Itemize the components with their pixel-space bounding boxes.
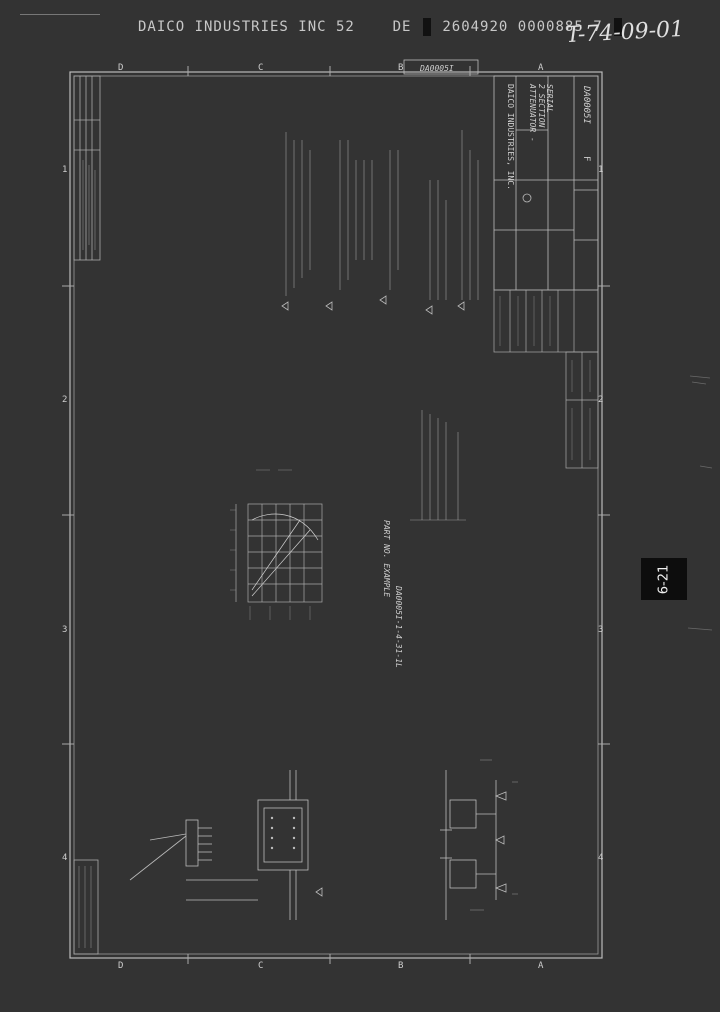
zone-letter-top: B: [398, 63, 403, 73]
svg-text:F: F: [581, 156, 591, 161]
zone-letter-bottom: A: [538, 961, 544, 971]
drawing-stamp-box: [403, 59, 479, 75]
zone-ticks: [62, 66, 610, 964]
part-example-heading: PART NO. EXAMPLE: [382, 520, 391, 597]
zone-number-left: 2: [62, 395, 67, 405]
title-block-frame: [493, 75, 599, 291]
package-note-triangle: [315, 887, 323, 897]
svg-text:SERIAL: SERIAL: [545, 84, 554, 113]
header-block-mark-2: [614, 18, 623, 36]
zone-letter-top: A: [538, 63, 544, 73]
bottom-left-note-lines: [78, 866, 92, 948]
part-example-number: DA0005I-1-4-31-1L: [394, 585, 403, 668]
performance-chart-ticks: [230, 469, 311, 620]
zone-number-left: 1: [62, 165, 67, 175]
page-tab: 6-21: [641, 558, 687, 600]
zone-letter-top: D: [118, 63, 123, 73]
zone-number-right: 1: [598, 165, 603, 175]
svg-text:PART NO. EXAMPLE: PART NO. EXAMPLE: [382, 520, 391, 597]
header-company: DAICO INDUSTRIES INC 52: [138, 19, 355, 35]
header-code-prefix: DE: [392, 19, 412, 35]
zone-letter-bottom: D: [118, 961, 123, 971]
svg-text:DA0005I-1-4-31-1L: DA0005I-1-4-31-1L: [394, 585, 403, 668]
zone-number-right: 3: [598, 625, 603, 635]
zone-number-left: 3: [62, 625, 67, 635]
company-logo: [522, 193, 532, 203]
drawing-stamp: DA0005I: [419, 64, 454, 73]
scan-header: DAICO INDUSTRIES INC 52 DE 2604920 00008…: [138, 18, 624, 36]
title-drawing-number: DA0005I: [581, 85, 591, 125]
svg-text:2 SECTION: 2 SECTION: [537, 84, 546, 128]
title-line-1: ATTENUATOR -: [528, 83, 537, 142]
attenuator-schematic: [440, 770, 507, 920]
approval-table: [493, 289, 599, 469]
title-company: DAICO INDUSTRIES, INC.: [506, 84, 515, 190]
revision-block: [73, 75, 101, 261]
zone-letter-bottom: C: [258, 961, 263, 971]
zone-number-left: 4: [62, 853, 67, 863]
svg-text:ATTENUATOR -: ATTENUATOR -: [528, 83, 537, 142]
zone-number-right: 2: [598, 395, 603, 405]
svg-text:DA0005I: DA0005I: [581, 85, 591, 125]
title-line-3: SERIAL: [545, 84, 554, 113]
bottom-left-notes-block: [73, 859, 99, 955]
svg-text:DAICO INDUSTRIES, INC.: DAICO INDUSTRIES, INC.: [506, 84, 515, 190]
revision-scribbles: [82, 160, 96, 250]
part-example-callouts: [410, 410, 466, 521]
page-tab-label: 6-21: [656, 564, 672, 594]
note-triangles: [281, 295, 465, 315]
scan-smudges: [687, 375, 713, 631]
package-outline: [129, 770, 309, 920]
header-block-mark: [422, 18, 431, 36]
zone-letter-top: C: [258, 63, 263, 73]
scan-rule: [20, 14, 100, 15]
notes-lines: [285, 130, 479, 300]
zone-number-right: 4: [598, 853, 603, 863]
title-line-2: 2 SECTION: [537, 84, 546, 128]
approval-table-text-lines: [499, 296, 591, 460]
package-pins: [270, 816, 296, 850]
zone-letter-bottom: B: [398, 961, 403, 971]
title-rev: F: [581, 156, 591, 161]
inner-border: [73, 75, 599, 955]
header-code-main: 2604920 0000885 7: [442, 19, 603, 35]
outer-border: [69, 71, 603, 959]
performance-chart: [235, 503, 323, 603]
schematic-labels: [470, 759, 518, 911]
